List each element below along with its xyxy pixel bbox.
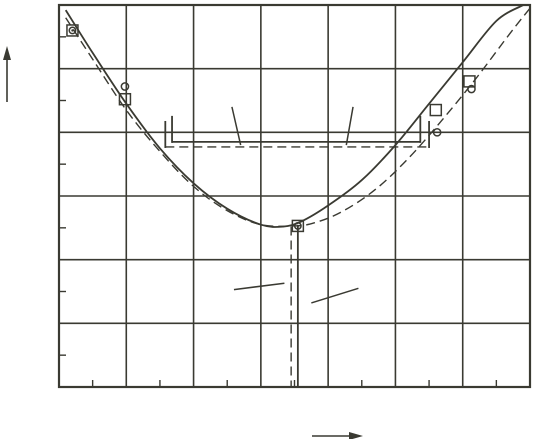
leader-line-3 — [233, 282, 285, 291]
point-square-1 — [66, 24, 79, 37]
curve-dashed-2 — [65, 7, 531, 228]
point-dot-4 — [296, 224, 300, 228]
leader-lines — [231, 106, 359, 304]
axis-ticks — [59, 36, 498, 387]
point-dot-1 — [71, 29, 74, 32]
curve-solid-1 — [64, 4, 524, 228]
curves — [64, 4, 531, 228]
point-square-7 — [463, 75, 476, 88]
point-circle-1 — [68, 26, 77, 35]
point-square-2 — [118, 92, 132, 106]
point-circle-3 — [120, 82, 130, 91]
center-lines — [290, 226, 299, 387]
point-square-5 — [429, 103, 443, 117]
point-circle-6 — [432, 127, 442, 137]
point-circle-4 — [293, 221, 302, 230]
data-points — [66, 24, 476, 233]
point-square-4 — [291, 219, 305, 233]
grid-lines — [59, 5, 530, 387]
point-circle-8 — [467, 84, 476, 94]
y-axis-arrow — [3, 46, 11, 102]
leader-line-1 — [231, 106, 242, 146]
y-arrow-head — [3, 46, 11, 60]
x-axis-arrow — [312, 432, 363, 439]
leader-line-2 — [345, 106, 354, 146]
plot-frame — [57, 3, 532, 389]
leader-line-4 — [311, 287, 359, 304]
x-arrow-head — [349, 432, 363, 439]
